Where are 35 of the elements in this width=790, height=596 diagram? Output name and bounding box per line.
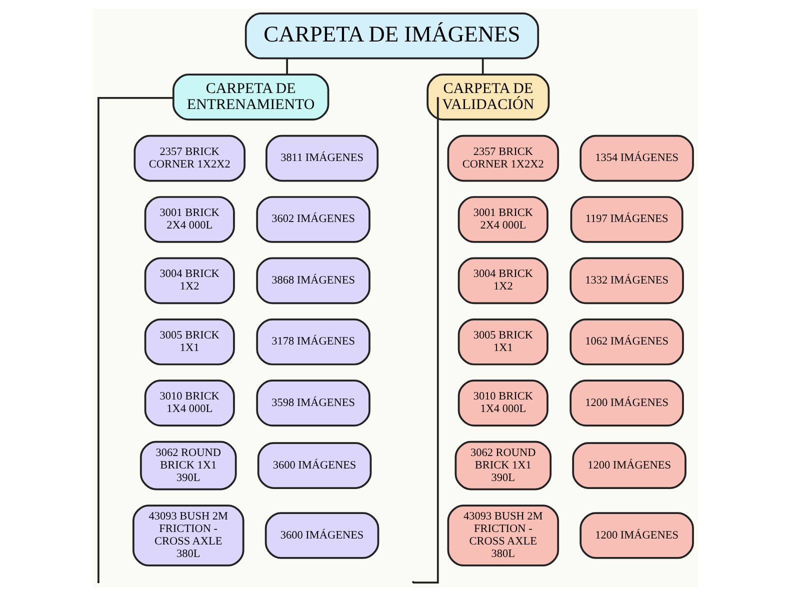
node-box: 3598 IMÁGENES (256, 380, 370, 427)
node-box: 1354 IMÁGENES (579, 134, 694, 182)
node-box: CARPETA DE ENTRENAMIENTO (172, 74, 329, 120)
node-box: 2357 BRICK CORNER 1X2X2 (133, 134, 246, 182)
node-box: CARPETA DE IMÁGENES (244, 12, 539, 60)
node-box: 43093 BUSH 2M FRICTION - CROSS AXLE 380L (132, 504, 244, 566)
node-box: 1197 IMÁGENES (570, 196, 683, 243)
node-box: 1332 IMÁGENES (569, 257, 684, 304)
node-box: 3004 BRICK 1X2 (144, 257, 234, 304)
node-box: 3005 BRICK 1X1 (457, 318, 548, 366)
node-box: 3005 BRICK 1X1 (144, 318, 234, 366)
node-box: 3062 ROUND BRICK 1X1 390L (454, 440, 552, 490)
node-box: 3811 IMÁGENES (265, 134, 378, 182)
node-box: 3600 IMÁGENES (256, 442, 372, 489)
node-box: 3602 IMÁGENES (256, 196, 370, 243)
connector (286, 58, 288, 74)
node-box: 3178 IMÁGENES (256, 318, 370, 366)
node-box: 1200 IMÁGENES (572, 442, 686, 489)
node-box: 3600 IMÁGENES (264, 512, 379, 559)
node-box: 3001 BRICK 2X4 000L (457, 196, 548, 243)
node-box: 1200 IMÁGENES (569, 380, 684, 427)
node-box: 3868 IMÁGENES (256, 257, 370, 304)
connector (481, 58, 484, 74)
connector (412, 97, 438, 584)
connector (97, 97, 173, 582)
node-box: 3004 BRICK 1X2 (457, 257, 548, 304)
node-box: 2357 BRICK CORNER 1X2X2 (446, 134, 559, 182)
node-box: 43093 BUSH 2M FRICTION - CROSS AXLE 380L (446, 504, 559, 566)
node-box: 1200 IMÁGENES (579, 512, 694, 559)
node-box: 3010 BRICK 1X4 000L (457, 380, 548, 427)
node-box: 1062 IMÁGENES (569, 318, 684, 366)
node-box: 3062 ROUND BRICK 1X1 390L (139, 440, 236, 490)
node-box: 3001 BRICK 2X4 000L (144, 196, 234, 243)
node-box: 3010 BRICK 1X4 000L (144, 380, 234, 427)
node-box: CARPETA DE VALIDACIÓN (426, 74, 550, 120)
